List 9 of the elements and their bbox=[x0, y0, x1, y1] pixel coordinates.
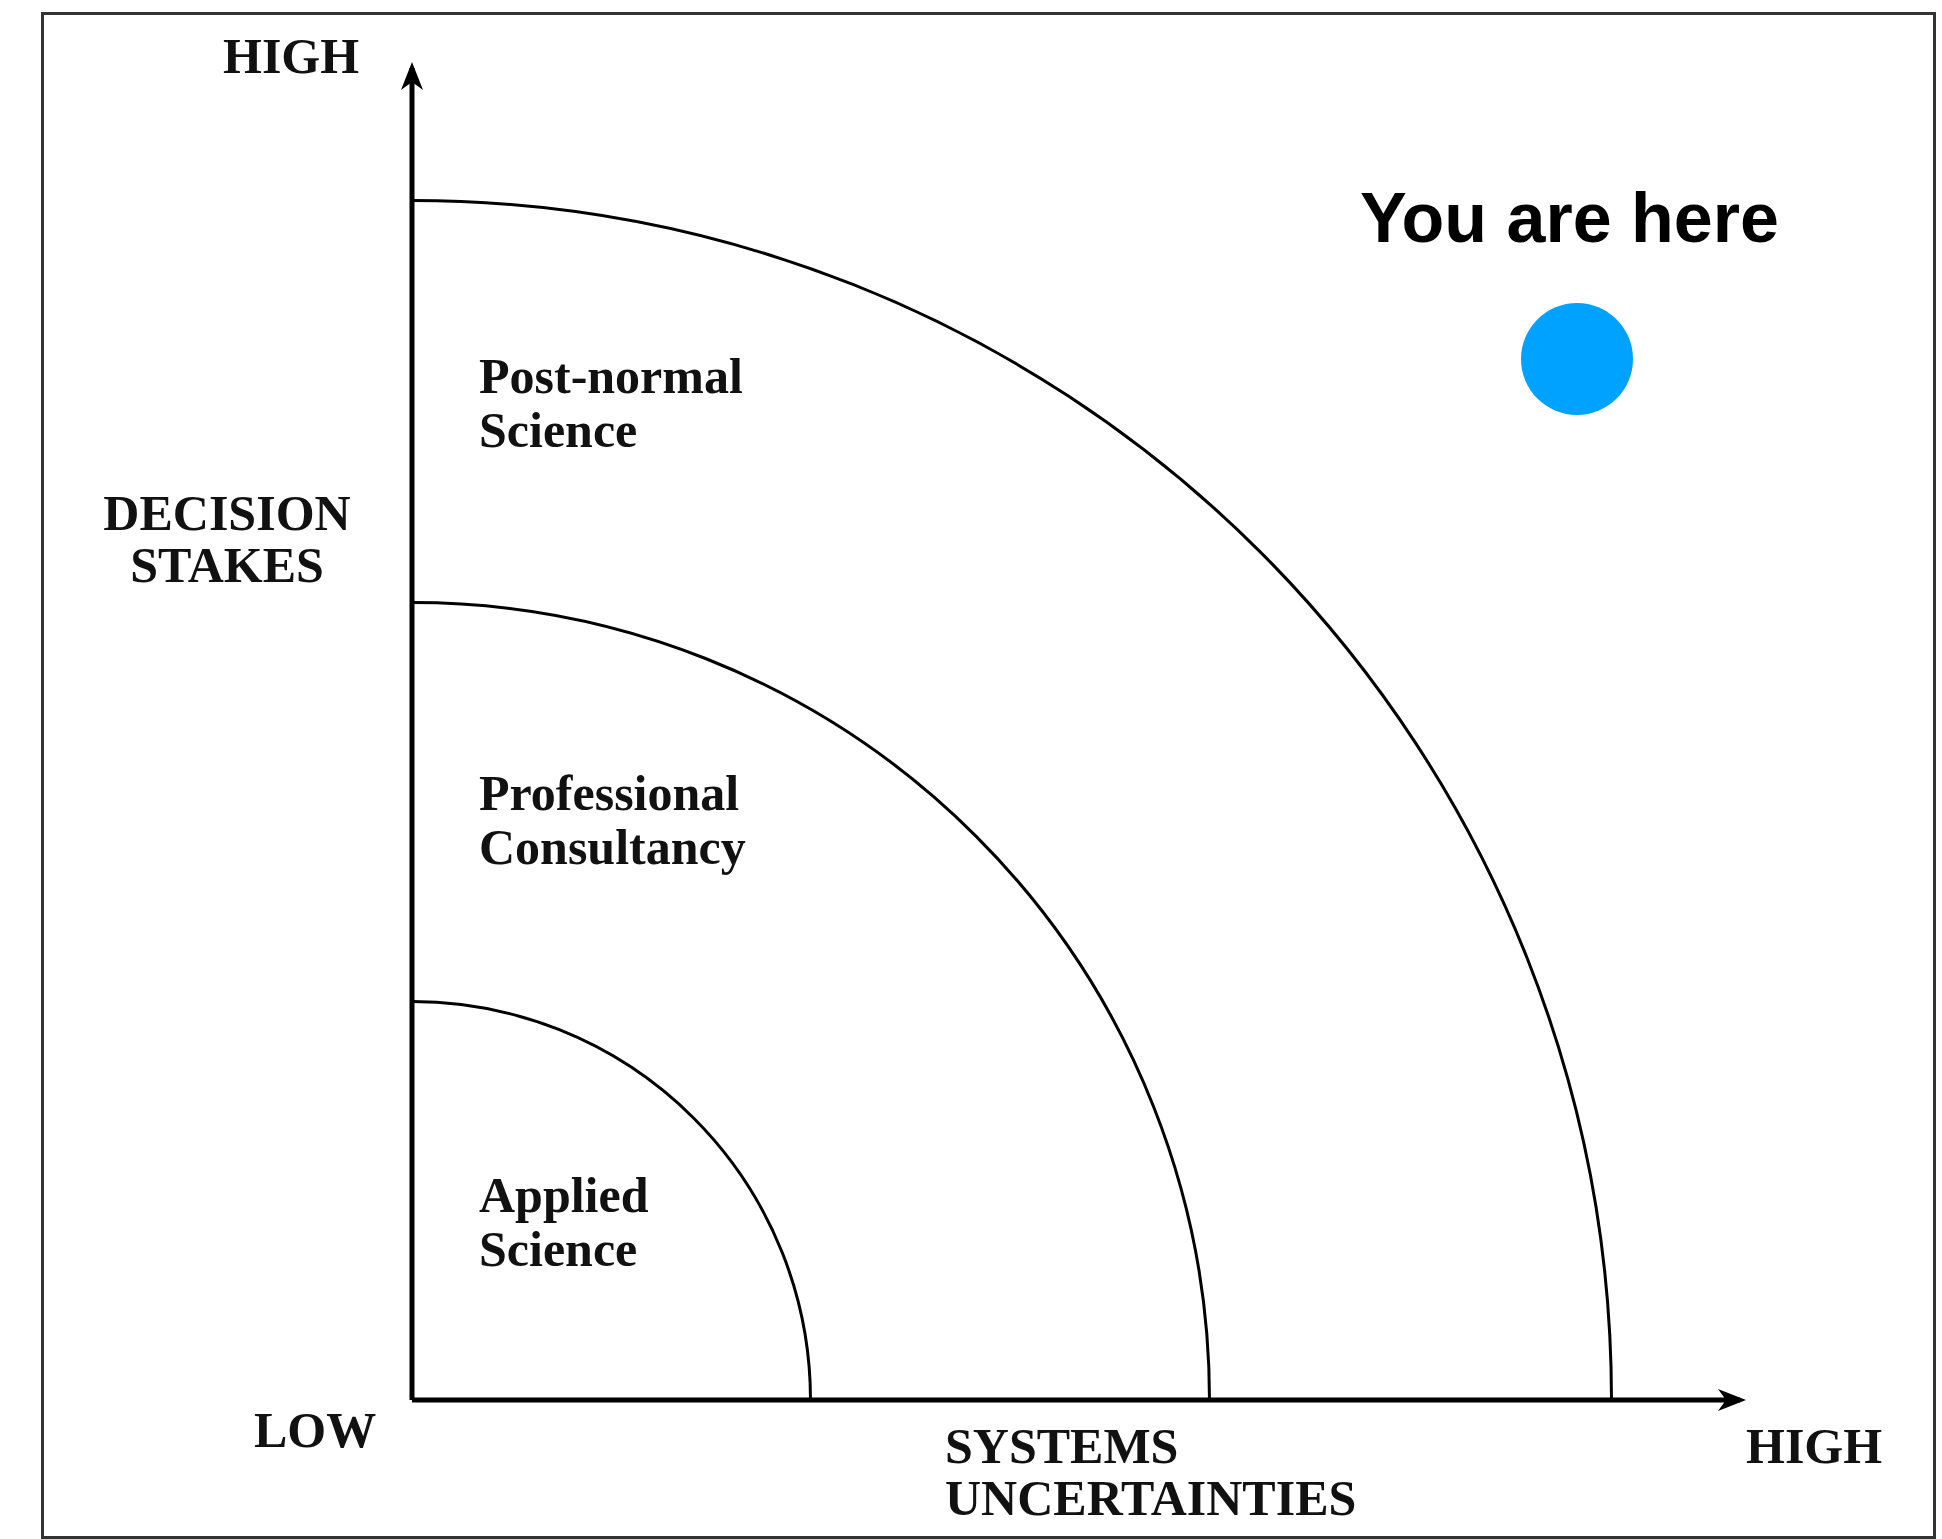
axis-end-label: HIGH bbox=[223, 30, 360, 82]
axis-end-label: HIGH bbox=[1746, 1420, 1883, 1472]
axis-title: SYSTEMS UNCERTAINTIES bbox=[945, 1420, 1358, 1524]
callout-text: You are here bbox=[1360, 178, 1779, 258]
region-label: Post-normal Science bbox=[479, 349, 744, 457]
region-label: Applied Science bbox=[479, 1168, 650, 1276]
axis-end-label: LOW bbox=[254, 1404, 377, 1456]
axis-title: DECISION STAKES bbox=[102, 487, 352, 591]
region-label: Professional Consultancy bbox=[479, 766, 747, 874]
